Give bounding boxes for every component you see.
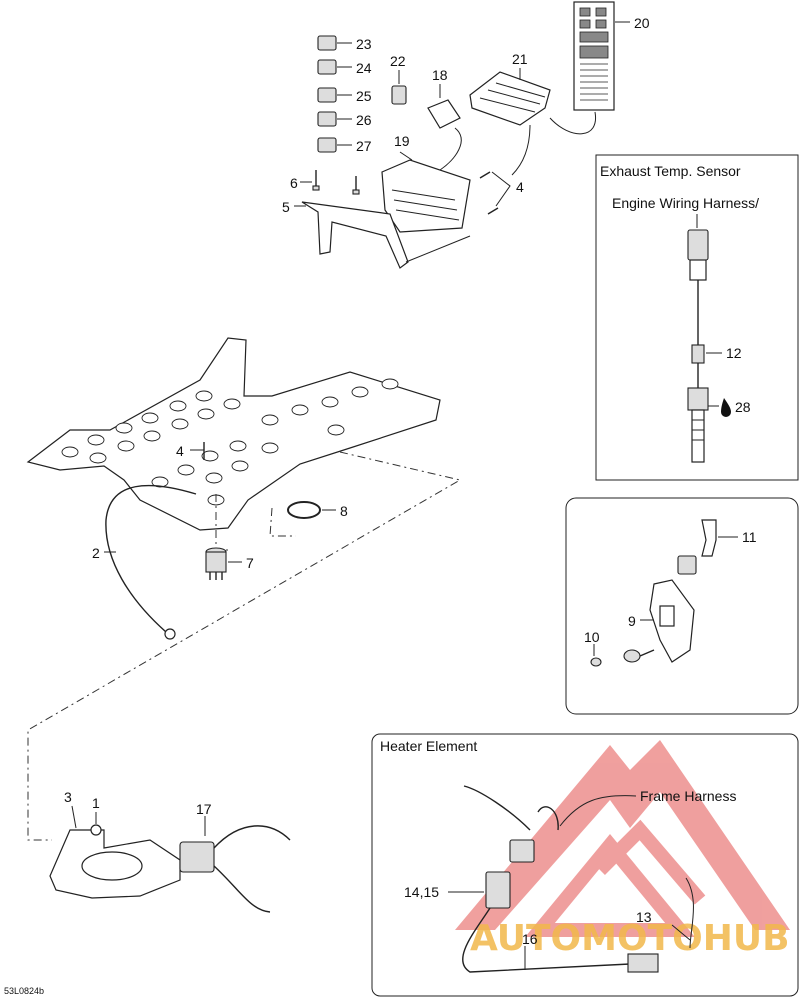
callout-1: 1 xyxy=(92,795,100,811)
exhaust-panel-title: Exhaust Temp. Sensor xyxy=(600,163,741,179)
frame-harness-label: Frame Harness xyxy=(640,788,736,804)
fuse-box-cover xyxy=(469,71,551,126)
callout-22: 22 xyxy=(390,53,406,69)
callout-2: 2 xyxy=(92,545,100,561)
callout-19: 19 xyxy=(394,133,410,149)
callout-4-plate: 4 xyxy=(176,443,184,459)
screws-top xyxy=(479,171,499,215)
callout-16: 16 xyxy=(522,931,538,947)
callout-4-top: 4 xyxy=(516,179,524,195)
callout-6: 6 xyxy=(290,175,298,191)
bracket-screw xyxy=(590,649,655,667)
heater-connector-b xyxy=(485,871,511,909)
callout-24: 24 xyxy=(356,60,372,76)
callout-28: 28 xyxy=(735,399,751,415)
main-connector xyxy=(179,841,215,873)
relay-small xyxy=(391,85,407,105)
callout-3: 3 xyxy=(64,789,72,805)
plate-holes xyxy=(61,378,399,506)
callout-21: 21 xyxy=(512,51,528,67)
mounting-bracket xyxy=(301,201,409,269)
heater-lead xyxy=(462,907,631,973)
mounting-plate xyxy=(26,337,441,531)
oil-drop-icon xyxy=(721,398,731,417)
watermark-text: AUTOMOTOHUB xyxy=(470,918,790,959)
heater-connector-a xyxy=(509,839,535,863)
callout-9: 9 xyxy=(628,613,636,629)
callout-23: 23 xyxy=(356,36,372,52)
callout-11: 11 xyxy=(742,529,757,545)
heater-cable xyxy=(463,785,559,831)
callout-10: 10 xyxy=(584,629,600,645)
callout-25: 25 xyxy=(356,88,372,104)
callout-26: 26 xyxy=(356,112,372,128)
callout-5: 5 xyxy=(282,199,290,215)
fuse-box xyxy=(381,159,471,233)
exhaust-panel-subtitle: Engine Wiring Harness/ xyxy=(612,195,759,211)
heater-panel-title: Heater Element xyxy=(380,738,477,754)
callout-8: 8 xyxy=(340,503,348,519)
callout-18: 18 xyxy=(432,67,448,83)
fuse-decal-grid xyxy=(579,7,609,101)
fuse-stack xyxy=(317,35,352,153)
connector-small xyxy=(677,555,697,575)
callout-12: 12 xyxy=(726,345,742,361)
exhaust-temp-sensor xyxy=(687,229,709,463)
assembly-line-1 xyxy=(27,451,462,841)
heater-tag xyxy=(627,953,659,973)
screws xyxy=(312,170,360,195)
relay xyxy=(427,99,461,129)
callout-27: 27 xyxy=(356,138,372,154)
harness-bundle xyxy=(213,825,291,913)
grommet-ring xyxy=(287,501,321,519)
callout-17: 17 xyxy=(196,801,212,817)
callout-7: 7 xyxy=(246,555,254,571)
hose-elbow xyxy=(701,519,717,557)
callout-14-15: 14,15 xyxy=(404,884,439,900)
relay-canister xyxy=(205,547,227,580)
diagram-code: 53L0824b xyxy=(4,986,44,996)
callout-13: 13 xyxy=(636,909,652,925)
ground-wire xyxy=(105,484,197,633)
heater-element-panel xyxy=(371,733,799,997)
callout-20: 20 xyxy=(634,15,650,31)
